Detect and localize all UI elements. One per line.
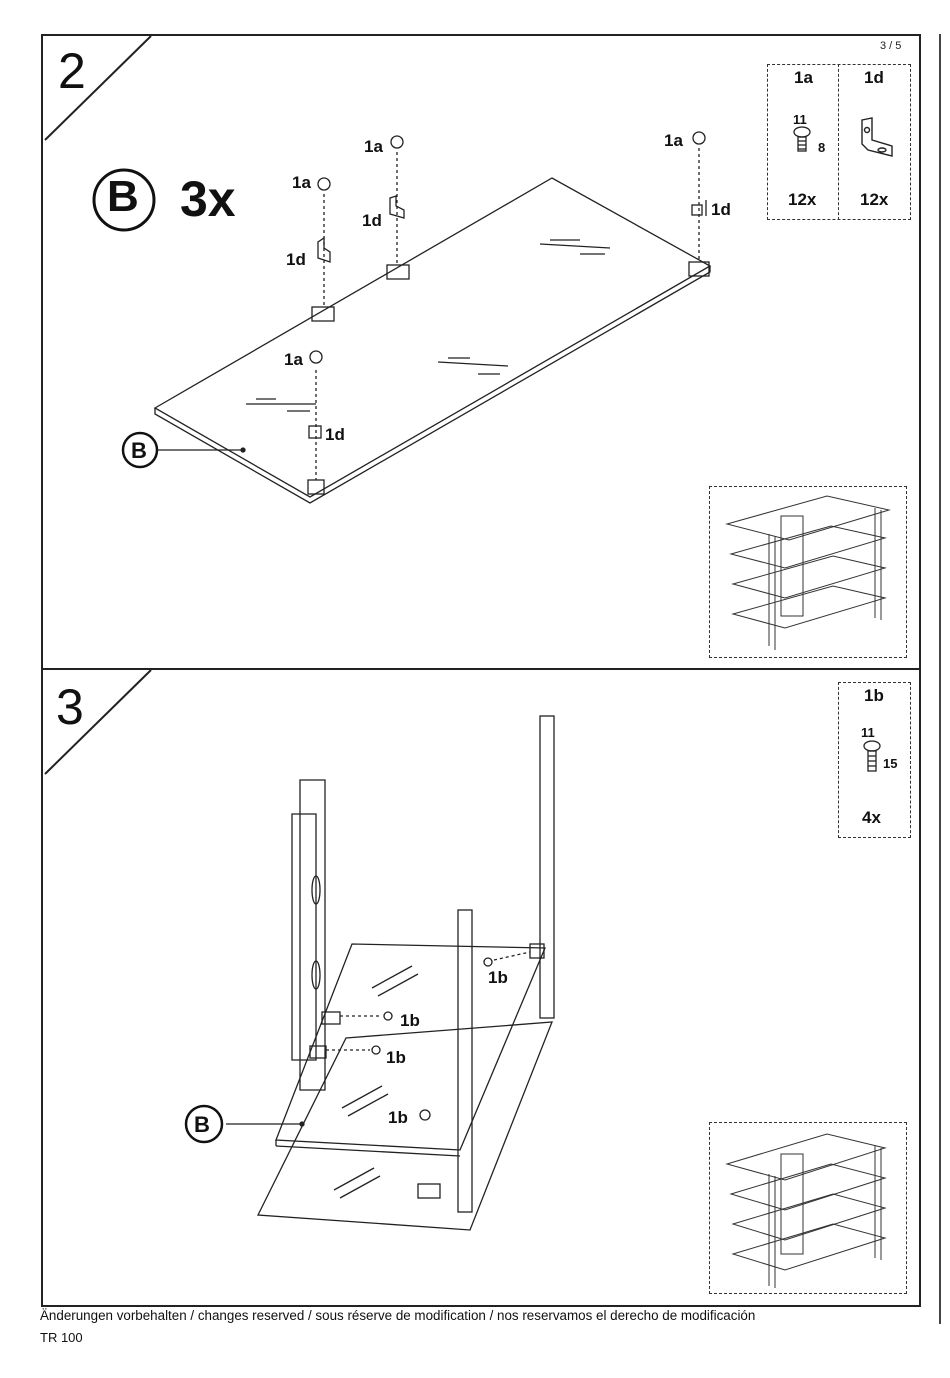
label-bolt-1b-a: 1b xyxy=(488,968,508,988)
part-1b-head-dim: 11 xyxy=(861,725,875,740)
callout-b-letter-step-3: B xyxy=(194,1112,210,1138)
disclaimer-text: Änderungen vorbehalten / changes reserve… xyxy=(40,1308,755,1323)
part-1b-qty: 4x xyxy=(862,808,881,828)
part-1b-id: 1b xyxy=(864,686,884,706)
label-bolt-1b-c: 1b xyxy=(386,1048,406,1068)
label-bolt-1b-d: 1b xyxy=(388,1108,408,1128)
rack-overview-icon-step-3 xyxy=(709,1122,907,1294)
part-1b-length-dim: 15 xyxy=(883,756,897,771)
model-number: TR 100 xyxy=(40,1330,83,1345)
label-bolt-1b-b: 1b xyxy=(400,1011,420,1031)
